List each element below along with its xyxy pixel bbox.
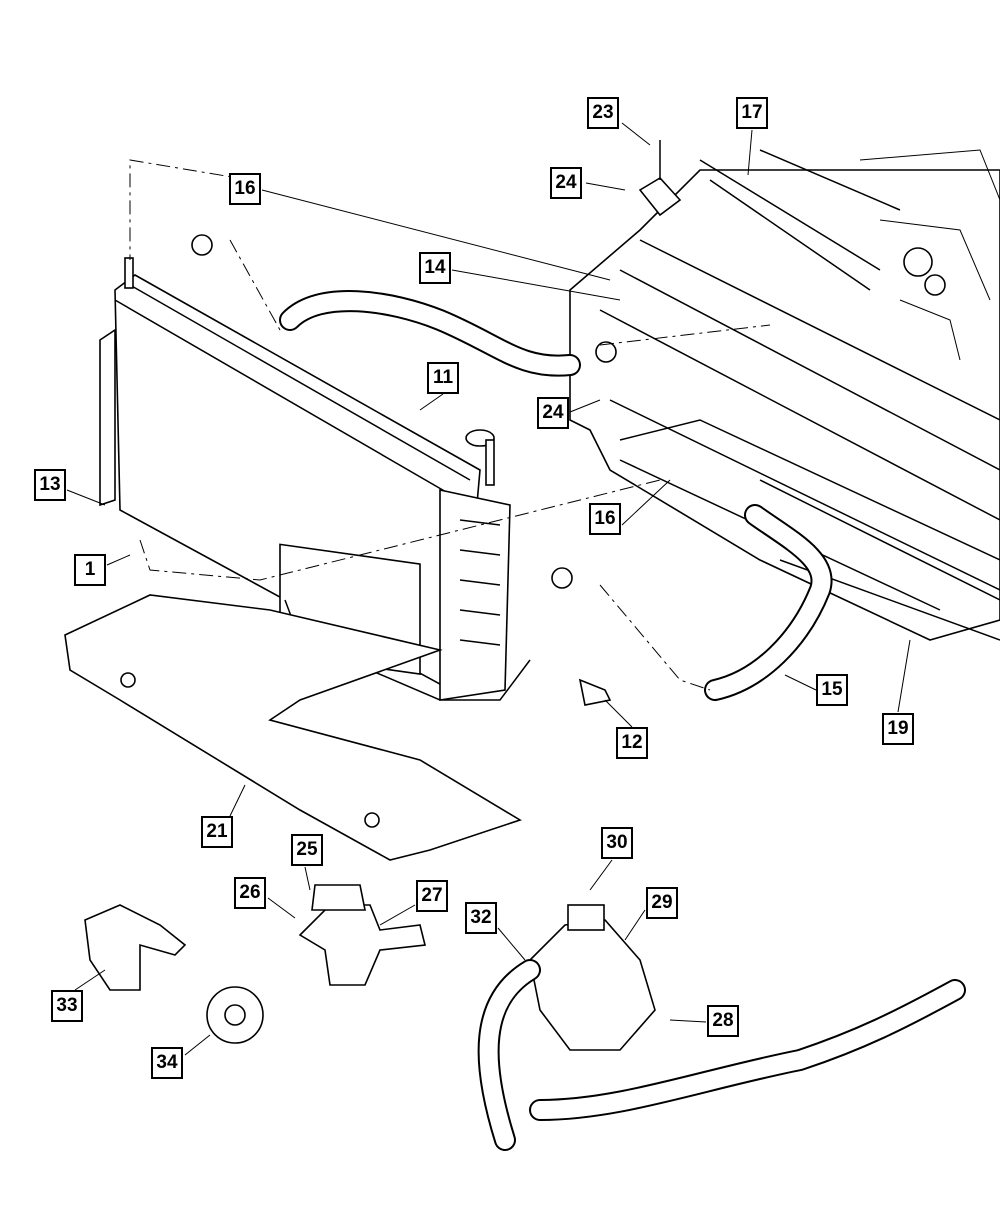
callout-24: 24: [550, 167, 582, 199]
front-crossmember: [569, 149, 1000, 641]
callout-11: 11: [427, 362, 459, 394]
upper-hose: [279, 290, 581, 377]
lower-hose: [704, 504, 833, 701]
callout-1: 1: [74, 554, 106, 586]
callout-34: 34: [151, 1047, 183, 1079]
callout-12: 12: [616, 727, 648, 759]
callout-13: 13: [34, 469, 66, 501]
thermostat-housing: [298, 904, 426, 986]
callout-21: 21: [201, 816, 233, 848]
callout-16b: 16: [589, 503, 621, 535]
water-pump: [529, 919, 656, 1051]
callout-19: 19: [882, 713, 914, 745]
callout-27: 27: [416, 880, 448, 912]
callout-14: 14: [419, 252, 451, 284]
callout-33: 33: [51, 990, 83, 1022]
callout-15: 15: [816, 674, 848, 706]
callout-32: 32: [465, 902, 497, 934]
callout-28: 28: [707, 1005, 739, 1037]
air-deflector: [64, 594, 522, 861]
callout-17: 17: [736, 97, 768, 129]
callout-24b: 24: [537, 397, 569, 429]
callout-26: 26: [234, 877, 266, 909]
callout-29: 29: [646, 887, 678, 919]
callout-25: 25: [291, 834, 323, 866]
callout-23: 23: [587, 97, 619, 129]
callout-16: 16: [229, 173, 261, 205]
callout-30: 30: [601, 827, 633, 859]
